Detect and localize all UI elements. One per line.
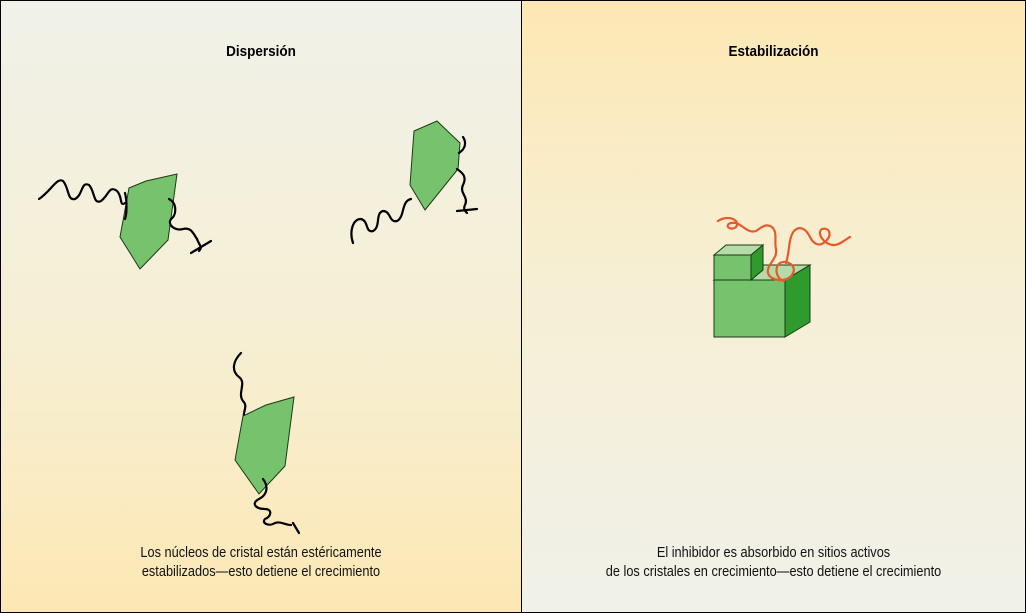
large-block-front (713, 279, 786, 338)
inhibitor-molecule (716, 216, 852, 283)
stabilization-illustration (712, 216, 852, 338)
stabilization-caption: El inhibidor es absorbido en sitios acti… (552, 544, 995, 582)
dispersion-caption-line1: Los núcleos de cristal están estéricamen… (140, 545, 382, 561)
crystal-nucleus-2 (350, 120, 479, 245)
dispersion-title: Dispersión (226, 43, 296, 60)
crystal-nucleus-1 (37, 173, 213, 270)
dispersion-illustration (37, 120, 479, 535)
stabilization-panel: Estabilización El inhibidor es absorbido… (522, 1, 1025, 612)
crystal-nucleus-3 (232, 351, 301, 535)
growing-crystal (712, 243, 812, 338)
small-block-front (713, 254, 752, 281)
stabilization-caption-line1: El inhibidor es absorbido en sitios acti… (656, 545, 891, 561)
dispersion-caption: Los núcleos de cristal están estéricamen… (32, 544, 490, 582)
stabilization-title: Estabilización (728, 43, 819, 60)
dispersion-panel: Dispersión (1, 1, 522, 612)
stabilization-caption-line2: de los cristales en crecimiento—esto det… (605, 564, 942, 580)
dispersion-caption-line2: estabilizados—esto detiene el crecimient… (141, 564, 381, 580)
